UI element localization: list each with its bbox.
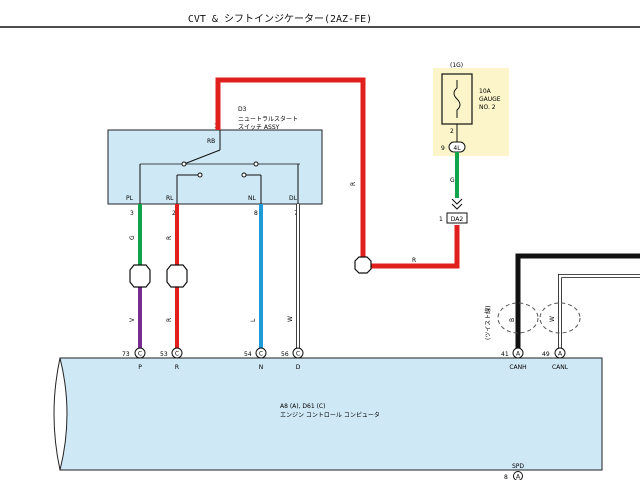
ecu-pin-conn: C [175, 351, 179, 358]
fuse-name-line1: GAUGE [479, 96, 501, 103]
wire-canl-white [558, 274, 640, 348]
ecu-pin-conn-circle [512, 347, 524, 359]
ecu-pin-73: 73 C P [122, 347, 146, 371]
fuse-connector-label: 4L [453, 145, 461, 152]
ecu-pin-conn: A [558, 351, 563, 358]
ecu-pin-signal: R [175, 364, 179, 371]
ecu-spd-conn: A [516, 474, 521, 480]
ecu-box [59, 357, 603, 471]
ecu-pin-num: 56 [281, 351, 289, 358]
wire-label-canh: B [509, 318, 516, 322]
ecu-pin-conn-circle [134, 347, 146, 359]
wire-label-feed: R [350, 182, 357, 186]
switch-top-label: RB [207, 138, 215, 145]
junction-connector [446, 212, 468, 224]
ecu-spd-label: SPD [512, 463, 524, 470]
junction-id: DA2 [451, 216, 464, 223]
ecu-pin-num: 49 [542, 351, 550, 358]
switch-name-line2: スイッチ ASSY [238, 124, 280, 131]
fuse-highlight [433, 68, 509, 156]
contact-pl [181, 161, 187, 167]
ecu-pin-signal: N [259, 364, 264, 371]
terminal-label-pl: PL [126, 195, 134, 202]
fuse-rating: 10A [479, 88, 492, 95]
ecu-spd-pin: 8 [504, 474, 508, 480]
ecu-pin-num: 54 [244, 351, 252, 358]
ecu-pin-conn: C [259, 351, 263, 358]
ecu-pin-conn: C [296, 351, 300, 358]
ecu-pin-56: 56 C D [281, 347, 304, 371]
contact-nl [241, 172, 247, 178]
terminal-pin-rl: 2 [172, 210, 176, 217]
junction-pin: 1 [439, 216, 443, 223]
ecu-pin-conn-circle [292, 347, 304, 359]
wire-canh-black [515, 253, 640, 348]
wire-label-pl-lower: V [129, 317, 136, 322]
wire-label-canl: W [549, 316, 556, 322]
wire-label-fuse: G [450, 177, 455, 184]
ecu-pin-53: 53 C R [160, 347, 183, 371]
fuse-pin: 2 [450, 128, 454, 135]
ecu-pin-num: 41 [501, 351, 509, 358]
terminal-pin-pl: 3 [130, 210, 134, 217]
wire-label-rl-lower: R [166, 318, 173, 322]
connector-hex-pl [129, 264, 151, 288]
terminal-label-rl: RL [166, 195, 174, 202]
ecu-pin-49: 49 A CANL [542, 347, 569, 371]
ecu-name-line2: エンジン コントロール コンピュータ [280, 411, 380, 419]
ecu-pin-54: 54 C N [244, 347, 267, 371]
splice-hex [354, 256, 372, 274]
switch-ref: D3 [238, 106, 247, 113]
chevron-down-icon [451, 198, 463, 210]
ecu-pin-signal: CANL [552, 364, 569, 371]
ecu-spd-conn-circle [513, 471, 523, 480]
ecu-name-line1: A8 (A), D61 (C) [280, 403, 325, 410]
switch-name-line1: ニュートラルスタート [238, 115, 298, 123]
ecu-pin-num: 73 [122, 351, 130, 358]
wire-canl-outline [558, 274, 640, 348]
ecu-pin-conn-circle [255, 347, 267, 359]
fuse-ref: (1G) [450, 62, 463, 69]
ecu-pin-signal: P [138, 364, 142, 371]
contact-rl [197, 172, 203, 178]
wire-label-dl: W [287, 316, 294, 322]
wire-bottom-red [371, 225, 460, 269]
twisted-wire-label: (ツイスト線) [484, 305, 492, 340]
ecu-pin-num: 53 [160, 351, 168, 358]
twist-marker-canh [497, 302, 539, 334]
terminal-label-nl: NL [248, 195, 256, 202]
switch-box [107, 129, 323, 205]
wire-label-bottom: R [412, 257, 416, 264]
connector-hex-rl [166, 264, 188, 288]
terminal-label-dl: DL [289, 195, 298, 202]
twist-marker-canl [539, 302, 581, 334]
ecu-pin-conn: A [516, 351, 521, 358]
contact-dl [253, 161, 259, 167]
ecu-pin-41: 41 A CANH [501, 347, 527, 371]
switch-blade [183, 149, 221, 165]
page-title: CVT & シフトインジケーター(2AZ-FE) [187, 14, 373, 25]
ecu-pin-conn: C [138, 351, 142, 358]
wire-label-rl-upper: R [166, 236, 173, 240]
terminal-pin-nl: 8 [254, 210, 258, 217]
fuse-symbol [453, 80, 461, 118]
wire-label-pl-upper: G [129, 235, 136, 240]
ecu-pin-signal: D [296, 364, 301, 371]
fuse-name-line2: NO. 2 [479, 104, 496, 111]
ecu-left-break [53, 357, 61, 471]
ecu-pin-conn-circle [171, 347, 183, 359]
fuse-connector-pin: 9 [441, 145, 445, 152]
ecu-pin-signal: CANH [509, 364, 526, 371]
wire-feed-red [215, 77, 366, 258]
ecu-pin-conn-circle [554, 347, 566, 359]
wire-label-nl: L [250, 318, 257, 322]
